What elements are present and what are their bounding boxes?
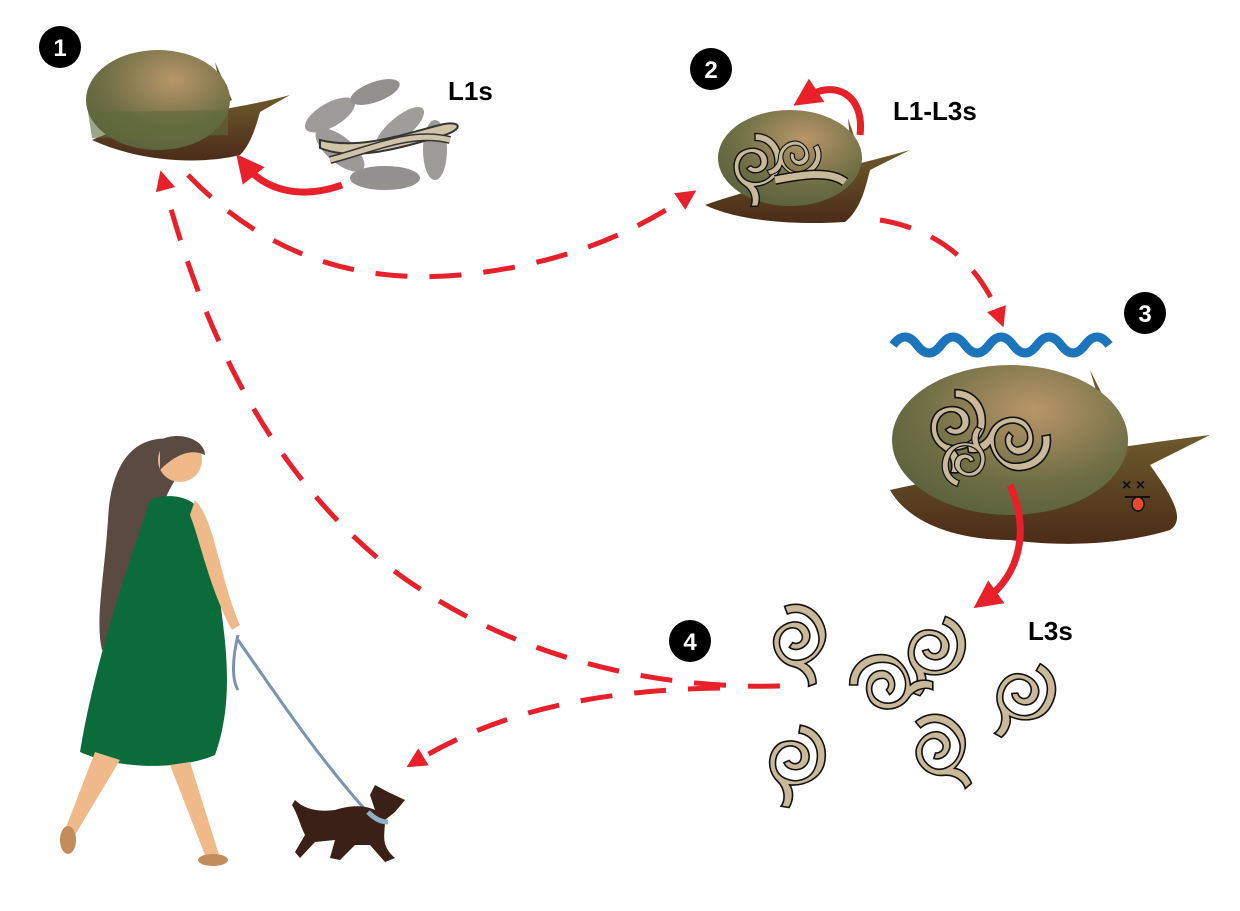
feces-with-l1-larvae [305, 79, 459, 190]
arrow-l3-release [973, 483, 1024, 609]
step-1-number: 1 [53, 35, 66, 62]
svg-text:× ×: × × [1122, 477, 1145, 494]
step-3-badge [1124, 292, 1166, 334]
label-l1-l3s: L1-L3s [893, 96, 977, 126]
path-1-to-2 [186, 173, 697, 280]
woman-walking [60, 435, 240, 866]
path-4-to-dog [406, 685, 721, 768]
step-4-badge [669, 620, 711, 662]
step-4-number: 4 [683, 629, 697, 656]
path-4-to-1 [155, 170, 781, 689]
step-2-badge [690, 48, 732, 90]
path-2-to-3 [879, 217, 1006, 328]
arrow-larval-development [793, 78, 865, 136]
step-1-badge [39, 26, 81, 68]
snail-3-dead: × × [890, 365, 1210, 544]
snail-2 [705, 110, 910, 224]
label-l3s: L3s [1028, 616, 1073, 646]
step-3-number: 3 [1138, 301, 1151, 328]
water-waves-icon [889, 332, 1113, 358]
label-l1s: L1s [448, 76, 493, 106]
snail-1 [86, 50, 290, 161]
l3-larvae [761, 595, 1068, 814]
dog-leash [232, 634, 372, 817]
step-2-number: 2 [704, 57, 717, 84]
dog [292, 785, 405, 862]
arrow-l1-to-snail [236, 154, 344, 196]
